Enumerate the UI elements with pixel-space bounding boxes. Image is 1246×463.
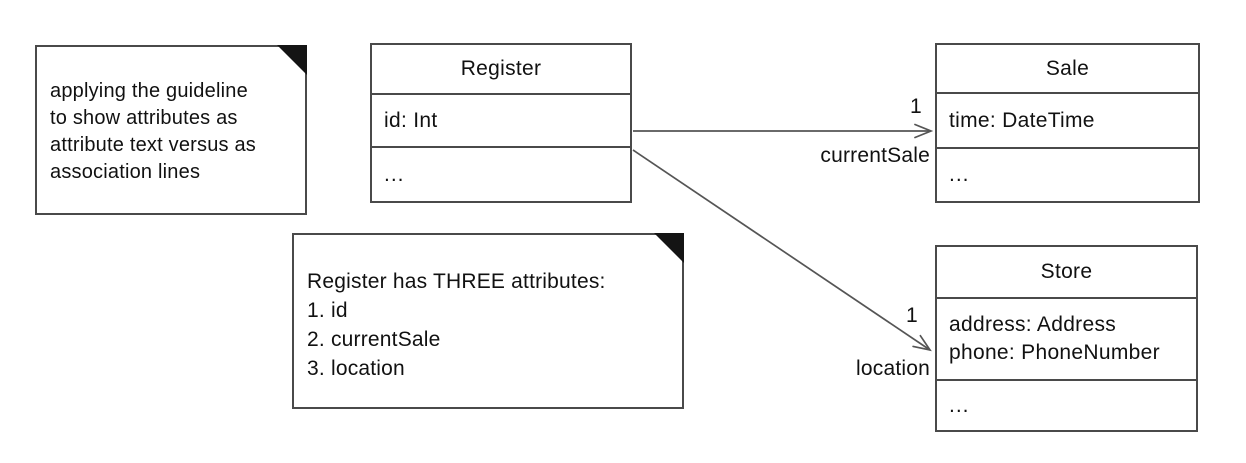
class-attribute: phone: PhoneNumber bbox=[949, 341, 1160, 364]
class-attribute: time: DateTime bbox=[949, 108, 1095, 132]
note-line: to show attributes as bbox=[50, 107, 238, 129]
note-register-attributes: Register has THREE attributes: 1. id 2. … bbox=[292, 233, 684, 409]
role-label-location: location bbox=[856, 357, 930, 380]
class-attributes: time: DateTime bbox=[937, 94, 1198, 149]
class-store: Store address: Address phone: PhoneNumbe… bbox=[935, 245, 1198, 432]
class-attributes: address: Address phone: PhoneNumber bbox=[937, 299, 1196, 381]
class-sale: Sale time: DateTime ... bbox=[935, 43, 1200, 203]
note-fold-icon bbox=[654, 233, 684, 263]
note-fold-icon bbox=[277, 45, 307, 75]
role-label-currentsale: currentSale bbox=[820, 144, 930, 167]
class-more-ellipsis: ... bbox=[384, 162, 405, 186]
class-attributes: id: Int bbox=[372, 95, 630, 148]
note-text: Register has THREE attributes: 1. id 2. … bbox=[294, 235, 682, 383]
class-attribute: id: Int bbox=[384, 108, 438, 132]
class-more-ellipsis: ... bbox=[949, 163, 970, 186]
note-line: 1. id bbox=[307, 299, 348, 322]
class-name: Sale bbox=[937, 45, 1198, 94]
note-line: 2. currentSale bbox=[307, 328, 441, 351]
note-line: attribute text versus as bbox=[50, 134, 257, 156]
multiplicity-label-sale: 1 bbox=[910, 95, 922, 118]
note-line: association lines bbox=[50, 161, 201, 183]
class-name: Store bbox=[937, 247, 1196, 299]
note-line: 3. location bbox=[307, 357, 405, 380]
note-line: Register has THREE attributes: bbox=[307, 270, 606, 293]
class-more-ellipsis: ... bbox=[949, 393, 970, 417]
class-register: Register id: Int ... bbox=[370, 43, 632, 203]
note-line: applying the guideline bbox=[50, 80, 248, 102]
class-name: Register bbox=[372, 45, 630, 95]
multiplicity-label-store: 1 bbox=[906, 304, 918, 327]
note-guideline: applying the guideline to show attribute… bbox=[35, 45, 307, 215]
class-attribute: address: Address bbox=[949, 313, 1117, 336]
note-text: applying the guideline to show attribute… bbox=[37, 47, 305, 186]
